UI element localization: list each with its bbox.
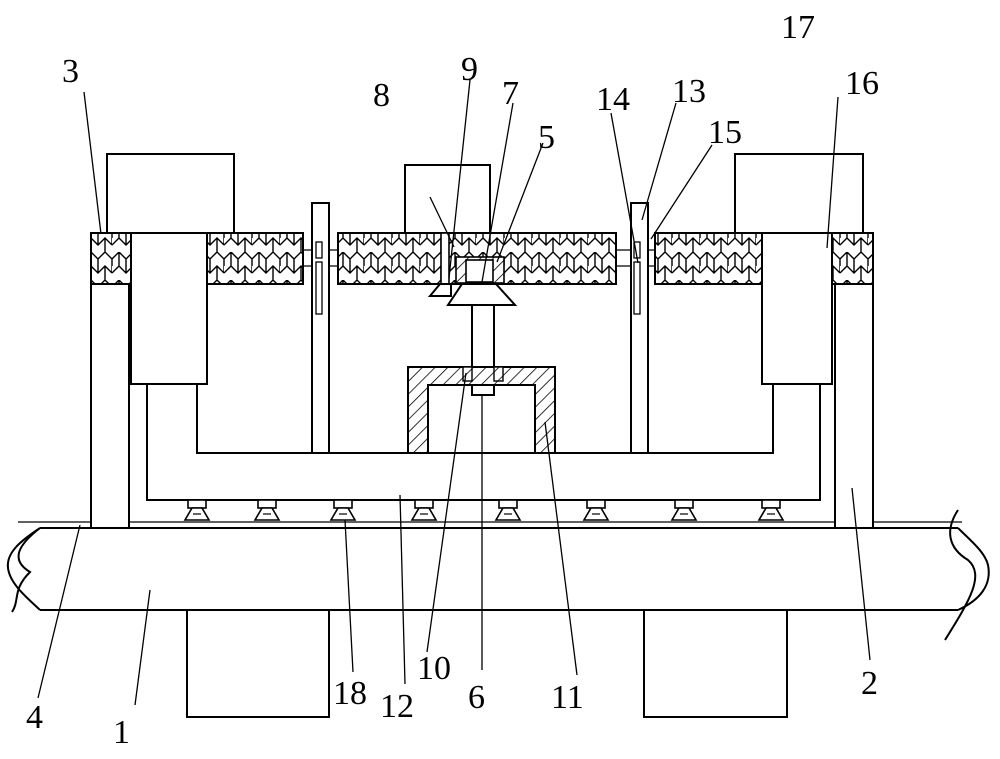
label-5: 5 (538, 119, 555, 156)
suction-cup (410, 499, 438, 521)
cylinder-left (130, 232, 208, 385)
suction-cup (582, 499, 610, 521)
label-2: 2 (861, 665, 878, 702)
central-mechanism (407, 232, 556, 454)
label-3: 3 (62, 53, 79, 90)
label-7: 7 (502, 75, 519, 112)
label-10: 10 (417, 650, 451, 687)
support-leg-right (643, 609, 788, 718)
suction-cup (183, 499, 211, 521)
guide-bar-right (630, 202, 649, 454)
label-17: 17 (781, 9, 815, 46)
label-18: 18 (333, 675, 367, 712)
label-12: 12 (380, 688, 414, 725)
label-8: 8 (373, 77, 390, 114)
label-13: 13 (672, 73, 706, 110)
suction-cups (183, 499, 785, 521)
label-15: 15 (708, 114, 742, 151)
suction-cup (329, 499, 357, 521)
support-leg-left (186, 609, 330, 718)
suction-cup (757, 499, 785, 521)
label-14: 14 (596, 81, 630, 118)
side-post-right (834, 283, 874, 529)
label-1: 1 (113, 714, 130, 751)
suction-cup (253, 499, 281, 521)
label-11: 11 (551, 679, 584, 716)
guide-bar-left (311, 202, 330, 454)
leader-lines (37, 79, 871, 706)
top-box-left (106, 153, 235, 234)
suction-cup (494, 499, 522, 521)
frame-12 (146, 384, 821, 501)
side-post-left (90, 283, 130, 529)
motor-box (404, 164, 491, 234)
label-9: 9 (461, 51, 478, 88)
label-4: 4 (26, 699, 43, 736)
label-6: 6 (468, 679, 485, 716)
top-box-right (734, 153, 864, 234)
cylinder-right (761, 232, 833, 385)
label-16: 16 (845, 65, 879, 102)
suction-cup (670, 499, 698, 521)
conveyor-belt (6, 509, 990, 641)
